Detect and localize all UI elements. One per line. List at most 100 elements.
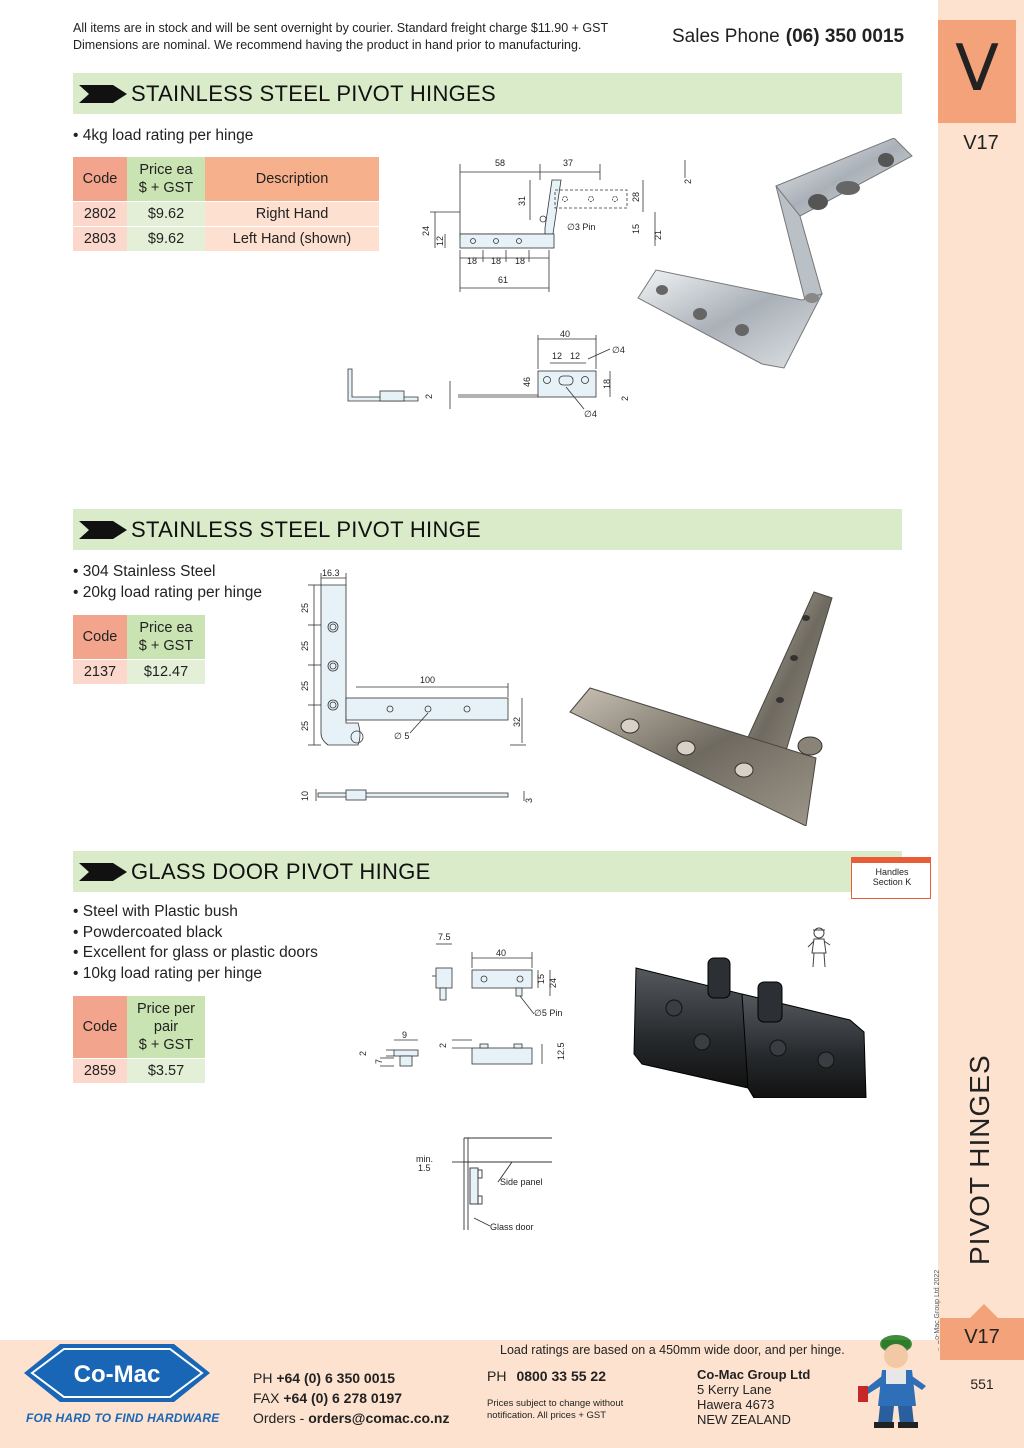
- handles-section-link[interactable]: Handles Section K: [851, 857, 931, 899]
- sales-phone-number[interactable]: (06) 350 0015: [785, 26, 905, 47]
- orders-label: Orders -: [253, 1410, 305, 1426]
- row-price: $3.57: [127, 1058, 205, 1084]
- installation-diagram: min. 1.5 Side panel Glass door: [416, 1137, 552, 1232]
- section-title-2: STAINLESS STEEL PIVOT HINGE: [131, 517, 482, 542]
- handles-note-line1: Handles: [875, 867, 909, 877]
- handles-book-icon: [851, 857, 931, 863]
- company-address: Co-Mac Group Ltd 5 Kerry Lane Hawera 467…: [697, 1367, 810, 1427]
- orders-email[interactable]: orders@comac.co.nz: [308, 1410, 450, 1426]
- bullet-item: • 304 Stainless Steel: [73, 563, 216, 580]
- row-code: 2859: [73, 1058, 127, 1084]
- company-name: Co-Mac Group Ltd: [697, 1367, 811, 1382]
- header-note-line2: Dimensions are nominal. We recommend hav…: [73, 38, 582, 52]
- terms-line1: Prices subject to change without: [487, 1398, 624, 1409]
- freephone: PH 0800 33 55 22: [487, 1368, 606, 1384]
- sales-phone-label: Sales Phone: [672, 26, 780, 47]
- dim-label: 18: [491, 256, 501, 266]
- dim-label: 7.5: [438, 932, 451, 942]
- dim-label: 18: [515, 256, 525, 266]
- dim-label: 12: [435, 236, 445, 246]
- row-code: 2137: [73, 659, 127, 685]
- header-note-line1: All items are in stock and will be sent …: [73, 21, 609, 35]
- header-code: Code: [73, 996, 127, 1059]
- section-2-bullets: • 304 Stainless Steel • 20kg load rating…: [73, 562, 262, 603]
- page-number: 551: [970, 1376, 994, 1392]
- dim-label: ∅5 Pin: [534, 1008, 562, 1018]
- row-price: $9.62: [127, 201, 205, 227]
- ph-number[interactable]: +64 (0) 6 350 0015: [276, 1370, 396, 1386]
- dim-label: 24: [548, 978, 558, 988]
- row-code: 2803: [73, 226, 127, 252]
- header-price-line2: $ + GST: [138, 179, 194, 196]
- address-line: 5 Kerry Lane: [697, 1382, 772, 1397]
- dim-label: 15: [536, 974, 546, 984]
- dim-label: 2: [438, 1043, 448, 1048]
- dim-label: 21: [653, 230, 663, 240]
- hinge-drawing-top-view: 58 37 2 31 28 24 12 ∅3 Pin 15 21 18 18 1…: [421, 158, 693, 292]
- dim-label: 2: [683, 179, 693, 184]
- dim-label: 25: [300, 721, 310, 731]
- dim-label: ∅ 5: [394, 731, 409, 741]
- page-code-tab: [940, 1318, 1024, 1360]
- dim-label: 18: [467, 256, 477, 266]
- row-description: Right Hand: [205, 201, 379, 227]
- logo-tagline: FOR HARD TO FIND HARDWARE: [26, 1411, 220, 1425]
- header-price-line3: $ + GST: [138, 1036, 194, 1053]
- table-row: 2803 $9.62 Left Hand (shown): [73, 226, 379, 252]
- row-code: 2802: [73, 201, 127, 227]
- address-line: NEW ZEALAND: [697, 1412, 791, 1427]
- dim-label: 9: [402, 1030, 407, 1040]
- install-min-label: min.: [416, 1154, 433, 1164]
- dim-label: 24: [421, 226, 431, 236]
- side-category-title: PIVOT HINGES: [964, 1054, 995, 1265]
- row-price: $12.47: [127, 659, 205, 685]
- table-row: 2802 $9.62 Right Hand: [73, 201, 379, 227]
- section-1-bullets: • 4kg load rating per hinge: [73, 126, 253, 147]
- dim-label: 2: [358, 1051, 368, 1056]
- header-price: Price ea$ + GST: [127, 157, 205, 202]
- section-letter-tab: [938, 20, 1016, 123]
- table-row: 2859 $3.57: [73, 1058, 205, 1084]
- row-price: $9.62: [127, 226, 205, 252]
- bullet-item: • Powdercoated black: [73, 923, 223, 941]
- bullet-item: • Excellent for glass or plastic doors: [73, 944, 318, 961]
- bullet-item: • 20kg load rating per hinge: [73, 583, 262, 601]
- contact-block: PH +64 (0) 6 350 0015 FAX +64 (0) 6 278 …: [253, 1368, 450, 1428]
- install-min-value: 1.5: [418, 1163, 431, 1173]
- dim-label: 25: [300, 681, 310, 691]
- section-bar-3: GLASS DOOR PIVOT HINGE: [73, 851, 902, 892]
- dim-label: 16.3: [322, 568, 340, 578]
- dim-label: 31: [517, 196, 527, 206]
- section-title-3: GLASS DOOR PIVOT HINGE: [131, 859, 431, 884]
- dim-label: ∅3 Pin: [567, 222, 595, 232]
- ph-label: PH: [253, 1370, 273, 1386]
- dim-label: 28: [631, 192, 641, 202]
- header-price-line2: pair: [153, 1018, 179, 1035]
- header-price-line1: Price ea: [139, 619, 193, 636]
- price-table-1: Code Price ea$ + GST Description 2802 $9…: [73, 157, 379, 252]
- dim-label: 2: [424, 394, 434, 399]
- comac-logo: Co-Mac: [24, 1344, 210, 1402]
- dim-label: 61: [498, 275, 508, 285]
- ph2-number[interactable]: 0800 33 55 22: [516, 1368, 606, 1384]
- arrow-icon: [79, 521, 127, 539]
- page-tab-notch: [970, 1304, 998, 1318]
- bullet-item: • Steel with Plastic bush: [73, 903, 238, 920]
- dim-label: 40: [496, 948, 506, 958]
- header-note: All items are in stock and will be sent …: [73, 20, 608, 54]
- dim-label: 25: [300, 641, 310, 651]
- header-price: Price ea$ + GST: [127, 615, 205, 660]
- glass-hinge-photo: [633, 957, 867, 1098]
- dim-label: 18: [602, 379, 612, 389]
- dim-label: 12: [570, 351, 580, 361]
- ph2-label: PH: [487, 1368, 507, 1384]
- dim-label: ∅4: [612, 345, 625, 355]
- mascot-icon: [858, 1335, 926, 1428]
- glass-hinge-drawing: 7.5 40 15 24 ∅5 Pin 9 2 7 2 12.5: [358, 932, 566, 1067]
- mascot-sketch-icon: [807, 927, 831, 968]
- side-panel-label: Side panel: [500, 1177, 543, 1187]
- pricing-terms: Prices subject to change without notific…: [487, 1398, 647, 1422]
- arrow-icon: [79, 85, 127, 103]
- fax-number: +64 (0) 6 278 0197: [283, 1390, 403, 1406]
